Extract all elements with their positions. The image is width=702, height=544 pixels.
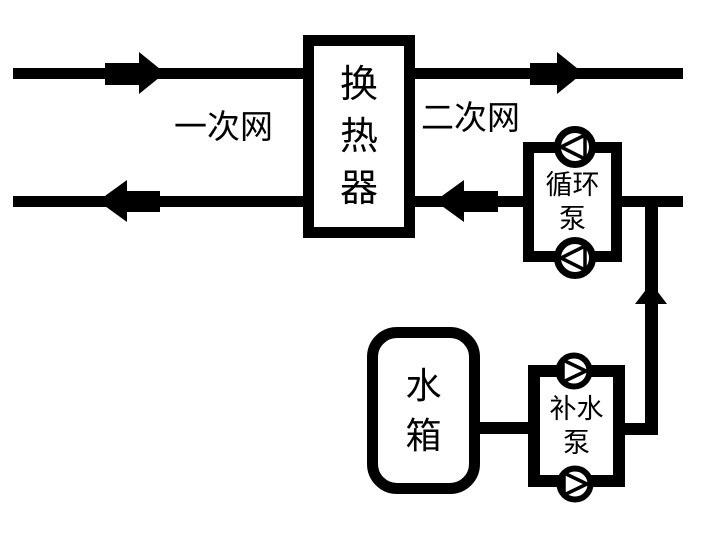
- primary-network-label: 一次网: [174, 108, 273, 145]
- makeup-pump-top-icon: [555, 352, 593, 390]
- water-tank: 水 箱: [367, 327, 480, 494]
- circulation-pump-bottom-icon: [554, 237, 596, 279]
- circulation-pump-top-icon: [554, 126, 596, 168]
- heat-exchanger-label: 换 热 器: [339, 63, 378, 210]
- heat-exchanger-box: 换 热 器: [303, 35, 415, 238]
- secondary-network-label: 二次网: [421, 99, 520, 136]
- makeup-riser-pipe: [645, 196, 658, 434]
- circulation-pump-label: 循环泵: [545, 170, 600, 234]
- tank-outlet-pipe: [478, 422, 530, 434]
- makeup-discharge-pipe: [623, 423, 658, 435]
- makeup-pump-label: 补水泵: [549, 394, 604, 458]
- water-tank-label: 水 箱: [405, 364, 442, 456]
- makeup-pump-bottom-icon: [556, 465, 594, 503]
